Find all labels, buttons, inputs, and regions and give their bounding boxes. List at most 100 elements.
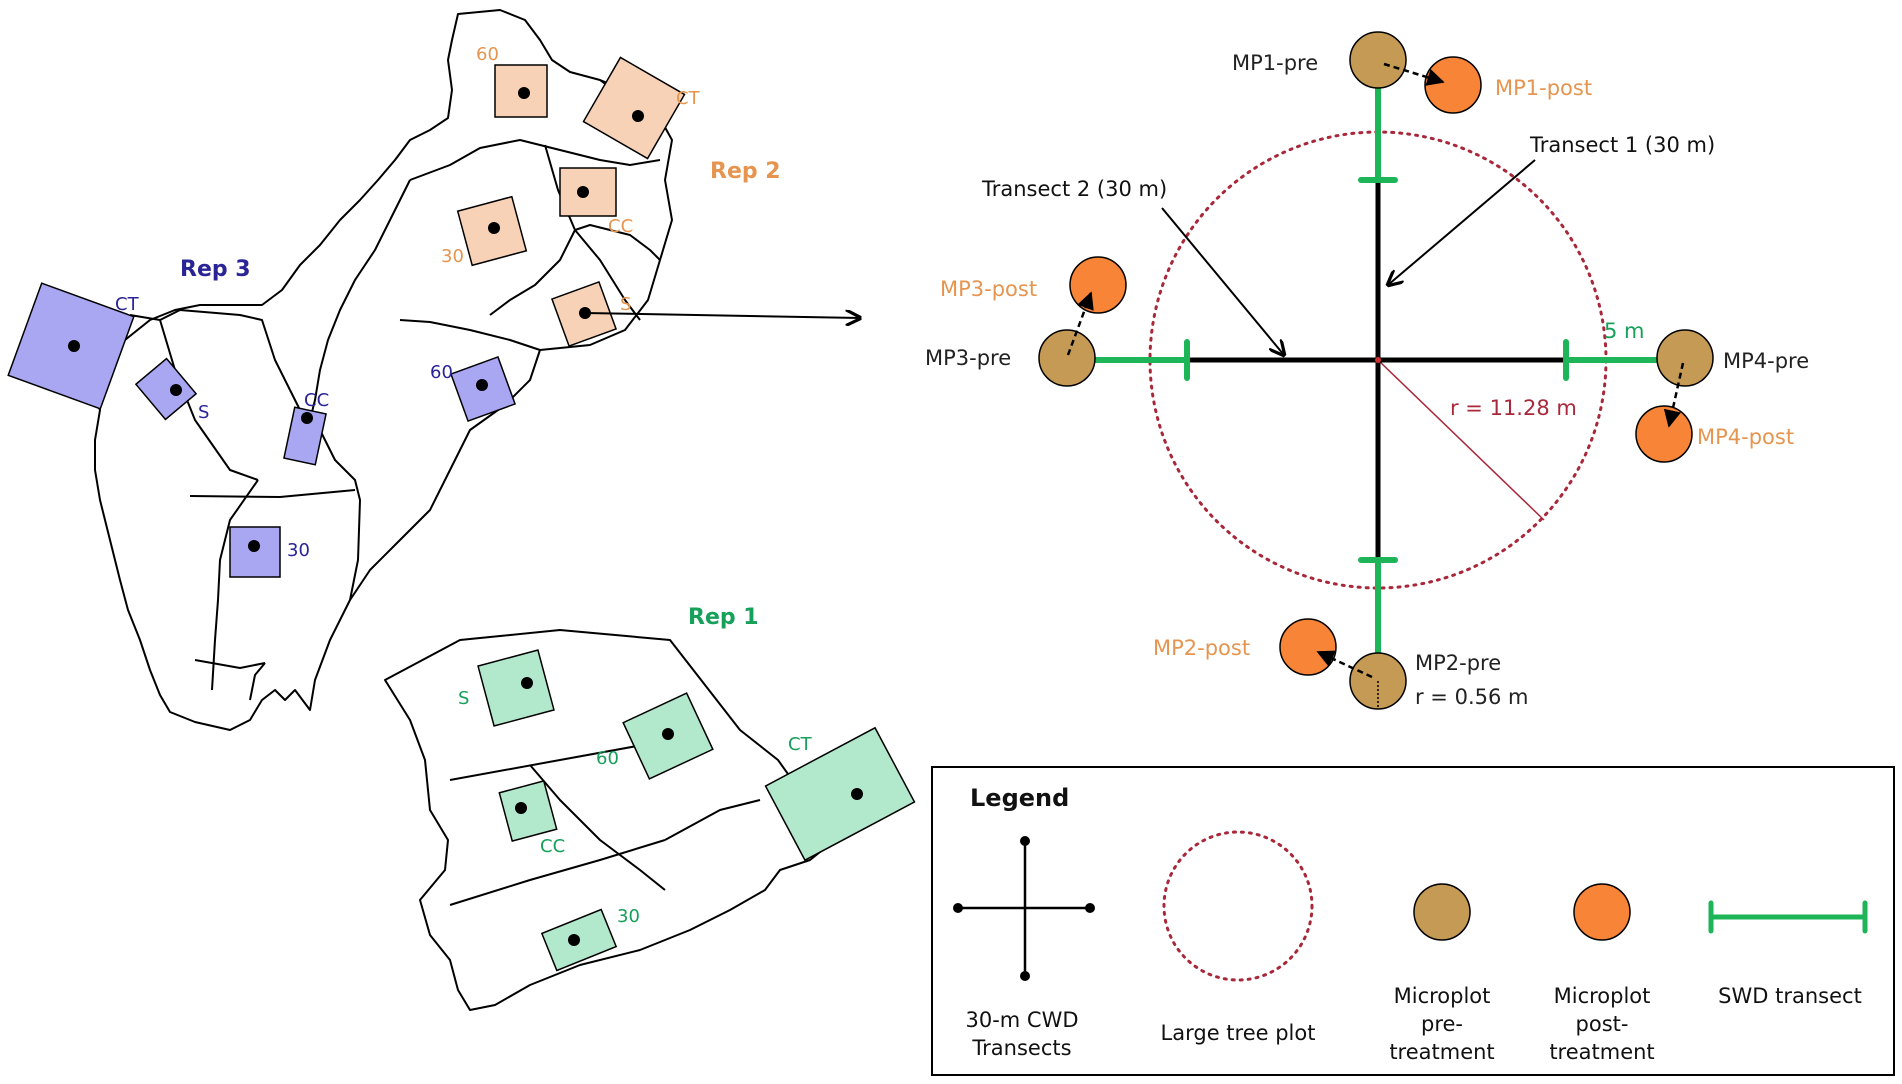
mp2-post-label: MP2-post <box>1153 636 1250 660</box>
transect-2-callout <box>1161 207 1284 355</box>
transect-1-label: Transect 1 (30 m) <box>1529 133 1715 157</box>
rep3-label-s: S <box>198 402 209 423</box>
large-tree-plot-radius <box>1377 359 1545 521</box>
legend-cwd-end <box>953 903 963 913</box>
rep2-rep3-stand-map <box>89 9 673 731</box>
stand-division <box>211 479 259 691</box>
mp2-pre-label: MP2-pre <box>1415 651 1501 675</box>
legend: Legend 30-m CWD Transects Large tree plo… <box>931 766 1895 1076</box>
stand-division <box>399 319 541 351</box>
mp4-post-label: MP4-post <box>1697 425 1794 449</box>
legend-cwd-end <box>1020 971 1030 981</box>
stand-division <box>194 659 266 669</box>
legend-cwd-label-2: Transects <box>971 1036 1071 1060</box>
plot-center-point <box>1375 357 1381 363</box>
stand-division <box>489 144 576 316</box>
stand-division <box>574 229 641 321</box>
mp1-post-label: MP1-post <box>1495 76 1592 100</box>
stand-boundary-north <box>89 9 673 731</box>
mp2-radius-label: r = 0.56 m <box>1415 685 1528 709</box>
legend-micro-post-label-3: treatment <box>1549 1040 1654 1064</box>
plot-center <box>170 384 182 396</box>
rep2-label-60: 60 <box>476 44 499 65</box>
legend-box <box>931 766 1895 1076</box>
legend-cwd-symbol <box>958 841 1090 976</box>
legend-cwd-end <box>1085 903 1095 913</box>
rep3-plots <box>7 282 517 578</box>
legend-swd-symbol <box>1708 900 1868 934</box>
rep2-plots <box>456 56 686 348</box>
rep1-plot-s <box>477 649 555 727</box>
plot-center <box>301 412 313 424</box>
legend-large-tree-label: Large tree plot <box>1161 1021 1316 1045</box>
rep3-plot-30 <box>229 526 281 578</box>
plot-center <box>521 677 533 689</box>
rep1-label-60: 60 <box>596 748 619 769</box>
stand-division <box>189 489 356 498</box>
legend-micro-post-label-2: post- <box>1576 1012 1629 1036</box>
mp3-post-circle <box>1069 256 1127 314</box>
stand-division <box>409 139 661 181</box>
rep2-label-ct: CT <box>676 88 701 109</box>
mp1-post-circle <box>1424 56 1482 114</box>
rep1-plots <box>477 649 916 972</box>
stand-division <box>159 309 291 391</box>
plot-center <box>518 87 530 99</box>
rep1-label-30: 30 <box>617 906 640 927</box>
legend-micro-pre-label-1: Microplot <box>1394 984 1491 1008</box>
rep1-plot-cc <box>498 779 558 843</box>
plot-center <box>851 788 863 800</box>
plot-center <box>577 186 589 198</box>
plot-center <box>248 540 260 552</box>
rep1-title: Rep 1 <box>688 605 759 630</box>
legend-micro-post-symbol <box>1573 883 1631 941</box>
stand-division <box>574 224 661 261</box>
plot-center <box>662 728 674 740</box>
rep1-label-s: S <box>458 688 469 709</box>
stand-division <box>309 179 411 421</box>
legend-micro-pre-symbol <box>1413 883 1471 941</box>
large-plot-radius-label: r = 11.28 m <box>1450 396 1577 420</box>
rep3-plot-cc <box>283 406 327 466</box>
plot-center <box>488 222 500 234</box>
stand-division <box>664 799 761 841</box>
plot-center <box>68 340 80 352</box>
plot-center <box>568 934 580 946</box>
mp4-pre-label: MP4-pre <box>1723 349 1809 373</box>
legend-micro-pre-label-3: treatment <box>1389 1040 1494 1064</box>
plot-center <box>476 379 488 391</box>
rep1-plot-ct <box>764 726 916 862</box>
rep1-stand-map <box>384 629 836 1011</box>
rep1-label-cc: CC <box>540 836 565 857</box>
legend-cwd-end <box>1020 836 1030 846</box>
swd-length-label: 5 m <box>1604 319 1645 343</box>
legend-title: Legend <box>970 784 1069 812</box>
plot-center <box>632 110 644 122</box>
legend-micro-pre-label-2: pre- <box>1421 1012 1463 1036</box>
legend-cwd-label-1: 30-m CWD <box>965 1008 1078 1032</box>
transect-1-callout <box>1388 159 1536 285</box>
rep2-labels: Rep 2 60 CT CC 30 S <box>441 44 781 315</box>
rep3-label-30: 30 <box>287 540 310 561</box>
mp3-post-label: MP3-post <box>940 277 1037 301</box>
plot-design: Transect 1 (30 m) Transect 2 (30 m) r = … <box>925 31 1809 710</box>
mp2-post-circle <box>1279 618 1337 676</box>
rep2-label-cc: CC <box>608 216 633 237</box>
microplot-move-arrows <box>1066 62 1685 679</box>
rep3-label-ct: CT <box>115 294 140 315</box>
rep2-title: Rep 2 <box>710 159 781 184</box>
transect-2-label: Transect 2 (30 m) <box>981 177 1167 201</box>
rep2-label-30: 30 <box>441 246 464 267</box>
mp4-post-circle <box>1635 405 1693 463</box>
plot-detail-arrow <box>584 313 860 318</box>
legend-large-tree-symbol <box>1162 830 1314 982</box>
rep3-title: Rep 3 <box>180 257 251 282</box>
stand-division <box>249 662 266 701</box>
rep3-label-cc: CC <box>304 390 329 411</box>
mp3-pre-circle <box>1038 329 1096 387</box>
mp4-pre-circle <box>1656 329 1714 387</box>
rep3-plot-s <box>134 357 198 421</box>
plot-center <box>515 802 527 814</box>
rep1-labels: Rep 1 S 60 CT CC 30 <box>458 605 813 927</box>
